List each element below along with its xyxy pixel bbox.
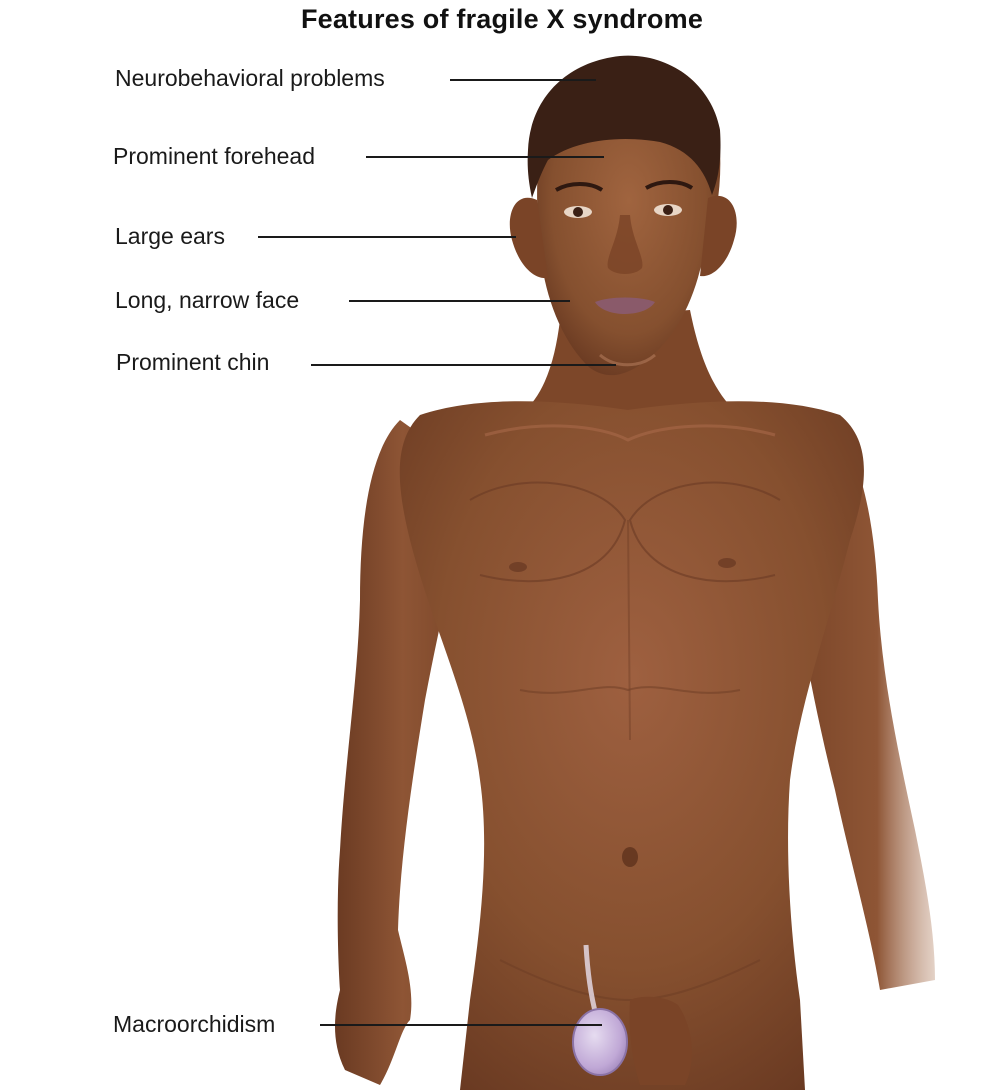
- label-neurobehavioral: Neurobehavioral problems: [115, 65, 385, 91]
- torso: [399, 401, 864, 1090]
- leader-line-neurobehavioral: [450, 79, 596, 81]
- label-forehead: Prominent forehead: [113, 143, 316, 169]
- hair: [527, 55, 721, 198]
- enlarged-testis: [572, 1008, 628, 1076]
- label-chin: Prominent chin: [116, 349, 270, 375]
- label-face: Long, narrow face: [115, 287, 300, 313]
- right-ear: [700, 195, 737, 277]
- leader-line-chin: [311, 364, 616, 366]
- mouth: [595, 297, 655, 314]
- diagram-title: Features of fragile X syndrome: [300, 4, 704, 34]
- leader-line-macroorchidism: [320, 1024, 602, 1026]
- label-ears: Large ears: [115, 223, 225, 249]
- leader-line-ears: [258, 236, 516, 238]
- leader-line-face: [349, 300, 570, 302]
- leader-line-forehead: [366, 156, 604, 158]
- label-macroorchidism: Macroorchidism: [113, 1011, 276, 1037]
- penis: [629, 996, 692, 1085]
- left-ear: [509, 197, 548, 279]
